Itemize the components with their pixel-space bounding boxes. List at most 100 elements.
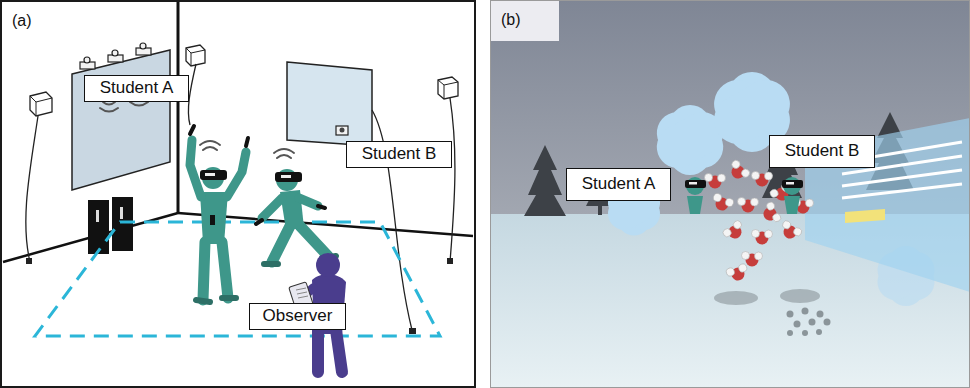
avatar-b <box>786 182 794 185</box>
water-molecules <box>705 159 814 284</box>
ground-shadows <box>802 330 808 336</box>
avatar-b <box>782 177 803 214</box>
speakers <box>450 98 455 262</box>
right-screen <box>409 328 416 334</box>
pine-trees <box>598 206 602 215</box>
speakers <box>188 64 196 125</box>
person-label: Student B <box>346 141 452 168</box>
speakers <box>26 45 458 264</box>
student-b-figure <box>281 175 291 178</box>
left-screen <box>72 50 170 190</box>
speakers <box>438 80 458 99</box>
ground-shadows <box>714 289 831 336</box>
speakers <box>30 96 52 116</box>
tracking-cameras <box>112 50 118 56</box>
panel-letter-patch <box>491 1 559 41</box>
ground-shadows <box>809 319 816 326</box>
tracked-area <box>35 222 440 336</box>
water-molecules <box>752 172 773 187</box>
person-label: Student A <box>566 168 671 201</box>
avatar-b <box>784 196 800 214</box>
ground-shadows <box>780 289 820 303</box>
avatar-a <box>689 182 697 185</box>
avatar-b <box>782 180 803 188</box>
computer-towers <box>112 197 133 251</box>
person-name: Student B <box>347 144 451 164</box>
wifi-waves <box>274 149 294 153</box>
student-a-figure <box>190 126 248 302</box>
computer-towers <box>96 210 99 222</box>
room-lines <box>177 2 180 213</box>
info-panel <box>845 209 885 223</box>
wifi-waves <box>130 102 148 106</box>
observer-figure <box>316 253 340 277</box>
student-b-figure <box>262 198 318 218</box>
water-molecules <box>738 198 759 213</box>
person-label: Student B <box>769 135 875 168</box>
panel-frame: (b) Student A Student B <box>490 0 970 388</box>
student-a-figure <box>190 140 246 197</box>
right-screen <box>340 128 345 133</box>
student-a-figure <box>203 242 228 300</box>
student-b-figure <box>275 172 302 182</box>
water-molecules <box>759 201 782 227</box>
student-a-figure <box>200 170 227 180</box>
speakers <box>186 45 205 66</box>
wifi-waves <box>100 96 294 158</box>
water-molecules <box>710 192 735 213</box>
tracking-cameras <box>84 57 90 63</box>
ground-shadows <box>817 311 824 318</box>
water-molecules <box>726 159 752 184</box>
computer-towers <box>88 197 133 254</box>
tracked-area <box>35 222 440 336</box>
panel-letter-patch <box>491 1 559 41</box>
wifi-waves <box>100 108 118 112</box>
panel-frame: (a)Student AStudent BObserver <box>0 0 476 388</box>
wifi-waves <box>203 147 217 150</box>
student-a-figure <box>190 126 248 146</box>
ground-shadows <box>714 291 758 305</box>
person-name: Observer <box>250 306 345 326</box>
panel-letter: (a) <box>12 12 32 30</box>
speakers <box>26 258 32 264</box>
student-a-figure <box>210 215 215 225</box>
avatar-a <box>685 180 706 188</box>
snowflakes <box>678 126 702 154</box>
water-molecules <box>721 219 747 244</box>
wifi-waves <box>277 155 291 158</box>
ground-shadows <box>787 330 793 336</box>
student-b-figure <box>256 206 325 224</box>
observer-figure <box>296 288 308 298</box>
wifi-waves <box>103 102 115 105</box>
ground-shadows <box>794 321 801 328</box>
observer-figure <box>318 330 342 372</box>
person-name: Student A <box>567 174 670 194</box>
left-screen <box>72 50 170 190</box>
ground-shadows <box>824 319 831 326</box>
wifi-waves <box>200 141 220 145</box>
water-molecules <box>752 230 773 245</box>
speakers <box>186 48 205 66</box>
speakers <box>438 77 458 99</box>
computer-towers <box>88 200 109 254</box>
snowflakes <box>738 96 766 128</box>
pine-trees <box>524 145 566 216</box>
student-a-figure <box>196 298 236 302</box>
panel-letter: (b) <box>501 11 521 29</box>
ground-shadows <box>802 308 809 315</box>
speakers <box>447 258 453 264</box>
right-screen <box>287 62 372 146</box>
speakers <box>30 92 52 116</box>
student-a-figure <box>205 173 215 176</box>
computer-towers <box>120 207 123 219</box>
right-screen <box>336 126 348 135</box>
room-lines <box>3 2 473 262</box>
ground-shadows <box>816 329 822 335</box>
avatar-a <box>687 196 703 214</box>
speakers <box>26 116 38 262</box>
person-name: Student B <box>770 141 874 161</box>
tracking-cameras <box>140 43 146 49</box>
